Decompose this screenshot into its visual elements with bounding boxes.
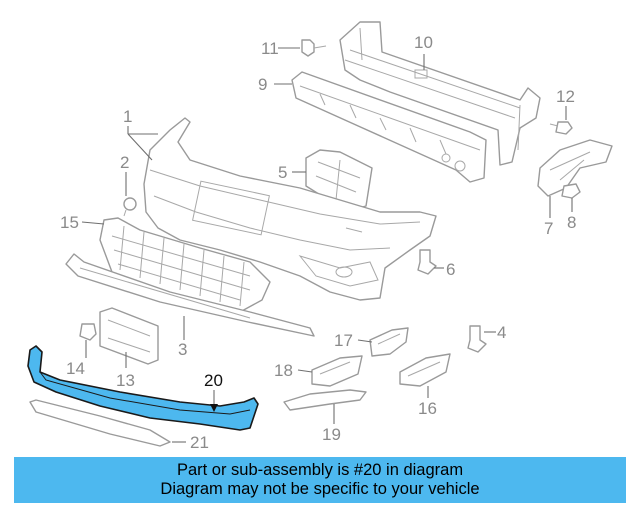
part-19-molding[interactable] [283,389,367,411]
callout-1: 1 [123,107,132,126]
info-banner: Part or sub-assembly is #20 in diagram D… [14,457,626,503]
part-11-bolt[interactable] [301,39,327,57]
part-14-clip[interactable] [79,323,97,341]
part-13-license-bracket[interactable] [99,307,159,365]
part-21-lower-molding[interactable] [29,399,171,447]
part-4-bolt[interactable] [467,325,487,353]
callout-6: 6 [446,260,455,279]
callout-8: 8 [567,213,576,232]
part-16-fog-trim[interactable] [399,353,451,387]
callout-16: 16 [418,399,437,418]
part-1-bumper-cover[interactable] [143,117,437,301]
callout-13: 13 [116,371,135,390]
callout-14: 14 [66,359,85,378]
part-8-clip[interactable] [561,183,581,199]
callout-7: 7 [544,219,553,238]
part-18-fog-trim[interactable] [311,355,363,387]
callout-17: 17 [334,331,353,350]
callout-15: 15 [60,213,79,232]
callout-2: 2 [120,153,129,172]
callout-19: 19 [322,425,341,444]
callout-10: 10 [414,33,433,52]
callout-5: 5 [278,163,287,182]
callout-12: 12 [556,87,575,106]
callout-9: 9 [258,75,267,94]
callout-3: 3 [178,340,187,359]
part-20-spoiler-highlight[interactable] [27,345,259,431]
leader-lines [81,47,573,443]
callout-18: 18 [274,361,293,380]
part-17-fog-trim[interactable] [369,327,409,357]
part-6-bolt[interactable] [417,249,437,275]
callout-20: 20 [204,371,223,390]
part-3-lower-trim[interactable] [65,253,315,337]
part-9-absorber[interactable] [291,71,487,183]
callout-21: 21 [190,433,209,452]
part-10-reinforcement-bar[interactable] [339,21,541,166]
callout-4: 4 [497,323,506,342]
callout-11: 11 [261,39,279,58]
banner-line-2: Diagram may not be specific to your vehi… [160,480,480,498]
parts-diagram: 1 2 3 4 5 6 7 8 9 10 11 12 13 14 15 16 1… [27,21,613,452]
part-7-side-bracket[interactable] [537,139,613,197]
part-12-bolt[interactable] [549,121,573,135]
part-2-clip[interactable] [123,197,137,217]
banner-line-1: Part or sub-assembly is #20 in diagram [176,461,464,479]
